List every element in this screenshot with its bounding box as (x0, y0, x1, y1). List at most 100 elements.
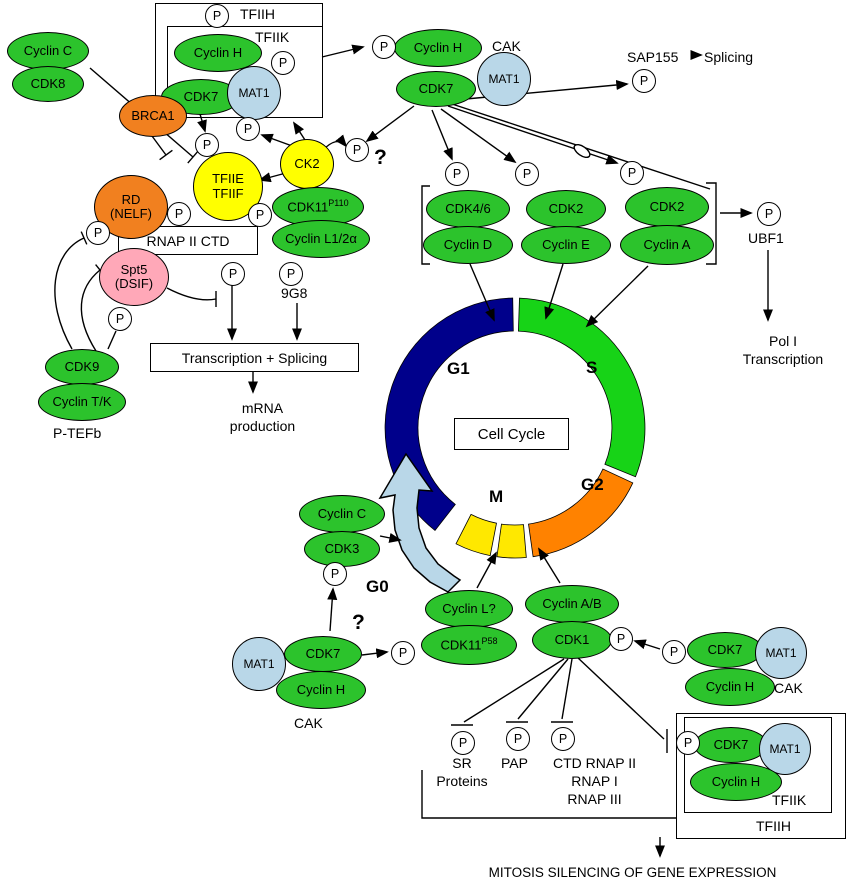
phase-m-label: M (489, 487, 504, 506)
node-mat1-cak-br: MAT1 (755, 627, 807, 679)
phospho-p-below-tfiik: P (236, 117, 260, 141)
node-cdk9: CDK9 (45, 349, 119, 385)
node-cyclin-h-cak-bl: Cyclin H (276, 671, 366, 709)
phospho-p-cdk2-e: P (515, 162, 539, 186)
node-brca1: BRCA1 (119, 95, 187, 137)
phospho-p-tfiih-bot: P (676, 731, 700, 755)
node-cyclin-c-top: Cyclin C (7, 32, 89, 70)
ubf1-label: UBF1 (748, 230, 784, 246)
node-cyclin-e: Cyclin E (521, 226, 611, 264)
phospho-p-sr: P (451, 731, 475, 755)
phospho-p-cdk2-a: P (620, 161, 644, 185)
right-connectors (421, 49, 774, 322)
transcription-splicing-box: Transcription + Splicing (150, 343, 359, 372)
phospho-p-tfiik: P (271, 51, 295, 75)
node-cdk2-e: CDK2 (526, 190, 606, 228)
g0-arrow (378, 452, 462, 593)
node-cdk7-cak-br: CDK7 (687, 632, 763, 668)
nelf-label: (NELF) (110, 206, 152, 221)
tfiih-bottom-label: TFIIH (756, 818, 791, 834)
9g8-label: 9G8 (281, 285, 308, 301)
cdk1-connectors (421, 639, 676, 858)
node-mat1-cak-bl: MAT1 (232, 637, 286, 691)
node-cyclin-d: Cyclin D (423, 226, 513, 264)
node-mat1-tfiih-top: MAT1 (227, 66, 281, 120)
node-cyclin-tk: Cyclin T/K (38, 383, 126, 421)
cell-cycle-box: Cell Cycle (454, 418, 569, 450)
phospho-p-cak-br: P (662, 640, 686, 664)
rd-label: RD (121, 191, 141, 207)
tfiif-label: TFIIF (212, 185, 244, 201)
node-cyclin-h-cak-top: Cyclin H (394, 29, 482, 67)
node-mat1-cak-top: MAT1 (477, 52, 531, 106)
question-mark-bottom: ? (352, 611, 365, 634)
cell-cycle-ring (378, 297, 646, 593)
ring-segment-m1 (496, 523, 527, 559)
tfiie-label: TFIIE (212, 171, 244, 187)
phospho-p-sap155: P (632, 69, 656, 93)
transcription-connectors (54, 231, 303, 394)
node-cyclin-l-q: Cyclin L? (425, 590, 513, 628)
node-cyclin-a: Cyclin A (620, 225, 714, 265)
tfiik-bottom-label: TFIIK (772, 792, 807, 808)
sap155-label: SAP155 (627, 49, 679, 65)
splicing-label: Splicing (704, 49, 754, 65)
node-cdk3: CDK3 (304, 531, 380, 567)
node-spt5-dsif: Spt5(DSIF) (99, 248, 169, 306)
phospho-p-cdk11-p58: P (391, 641, 415, 665)
phospho-p-nelf: P (86, 221, 110, 245)
cak-br-label: CAK (774, 680, 803, 696)
tfiik-top-label: TFIIK (255, 29, 290, 45)
ring-segment-g2 (528, 468, 634, 558)
phospho-p-ctd-right: P (248, 203, 272, 227)
phase-g0-label: G0 (366, 577, 389, 596)
node-cdk4-6: CDK4/6 (426, 190, 510, 228)
phase-s-label: S (586, 358, 598, 377)
node-cdk7-cak-bl: CDK7 (284, 636, 362, 672)
node-cyclin-h-tfiih-top: Cyclin H (174, 34, 262, 72)
phase-g2-label: G2 (581, 475, 604, 494)
node-cyclin-h-cak-br: Cyclin H (685, 668, 775, 706)
phospho-p-tfiie: P (195, 133, 219, 157)
node-cyclin-l12a: Cyclin L1/2α (272, 220, 370, 258)
tfiik-bottom-frame (684, 717, 832, 813)
node-cdk11-p58: CDK11P58 (421, 625, 517, 665)
tfiih-top-label: TFIIH (240, 6, 275, 22)
ptefb-label: P-TEFb (53, 425, 102, 441)
question-mark-top: ? (374, 146, 387, 169)
node-cdk8: CDK8 (12, 66, 84, 102)
phospho-p-dsif: P (108, 307, 132, 331)
dsif-label: (DSIF) (114, 276, 154, 291)
phospho-p-transcription: P (221, 262, 245, 286)
pap-label: PAP (501, 755, 528, 771)
phospho-p-pap: P (506, 727, 530, 751)
node-cdk2-a: CDK2 (625, 187, 709, 227)
cak-top-label: CAK (492, 38, 521, 54)
node-cyclin-c-bottom: Cyclin C (299, 495, 385, 533)
tfiih-bottom-frame (676, 713, 846, 839)
phospho-p-ctd-left: P (167, 202, 191, 226)
phospho-p-cak-top: P (372, 35, 396, 59)
phospho-p-tfiih-top: P (205, 4, 229, 28)
ring-entry-arrows (469, 263, 649, 589)
node-ck2: CK2 (280, 139, 334, 189)
ring-segment-m2 (455, 513, 497, 557)
node-cyclin-ab: Cyclin A/B (525, 585, 619, 623)
phospho-p-9g8: P (279, 262, 303, 286)
node-mat1-tfiih-bot: MAT1 (759, 723, 811, 775)
phospho-p-ubf1: P (757, 202, 781, 226)
phase-g1-label: G1 (447, 359, 470, 378)
phospho-p-ctd-rnap: P (551, 727, 575, 751)
node-cdk7-tfiih-bot: CDK7 (694, 727, 768, 763)
phospho-p-unknown: P (345, 138, 369, 162)
cak-bl-label: CAK (294, 715, 323, 731)
spt5-label: Spt5 (120, 261, 148, 277)
phospho-p-cdk4-6: P (445, 162, 469, 186)
phospho-p-cdk1: P (609, 627, 633, 651)
